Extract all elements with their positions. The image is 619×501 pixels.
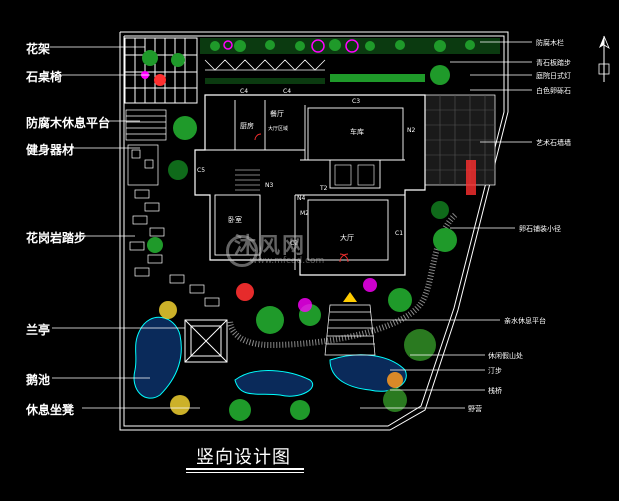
top-hedge — [200, 38, 500, 54]
pond — [133, 316, 407, 399]
room-kitchen: 厨房 — [240, 121, 254, 130]
label-orchid-pavilion: 兰亭 — [26, 323, 51, 337]
tag-c4-a: C4 — [240, 88, 248, 95]
tag-n2: N2 — [407, 127, 415, 134]
tag-n3: N3 — [265, 182, 273, 189]
house-walls — [205, 100, 405, 270]
room-dining2: 大厅区域 — [268, 125, 288, 132]
room-garage: 车库 — [350, 127, 364, 136]
label-pebble-path: 卵石铺装小径 — [519, 225, 561, 233]
room-bedroom: 卧室 — [228, 215, 242, 224]
tag-c4-b: C4 — [283, 88, 291, 95]
title-underline — [186, 468, 304, 473]
trees — [147, 65, 457, 421]
room-labels: 厨房 餐厅 大厅区域 车库 卧室 大厅 — [228, 109, 364, 242]
tag-c1: C1 — [395, 230, 403, 237]
right-leaders — [360, 41, 532, 409]
watermark-url: www.mfcad.com — [250, 256, 325, 266]
label-white-gravel: 白色卵砾石 — [536, 87, 571, 95]
room-hall: 大厅 — [340, 233, 354, 242]
label-art-wall: 艺术石墙墙 — [536, 139, 571, 147]
tag-n4: N4 — [297, 195, 305, 202]
label-hut: 野营 — [468, 405, 482, 413]
tag-c2: C2 — [290, 240, 298, 247]
room-dining: 餐厅 — [270, 109, 284, 118]
label-green-stone: 青石板踏步 — [536, 59, 571, 67]
label-wood-platform: 防腐木休息平台 — [26, 116, 111, 130]
zigzag-path — [204, 59, 326, 71]
granite-steps-pavers — [129, 189, 220, 307]
doors — [254, 133, 349, 263]
site-boundary — [119, 31, 509, 431]
label-rockery: 休闲假山处 — [488, 352, 523, 360]
watermark-logo — [226, 235, 258, 267]
house-outline — [194, 94, 426, 276]
watermark-text: 沐风网 — [234, 234, 307, 259]
tag-c3: C3 — [352, 98, 360, 105]
north-arrow-icon — [598, 35, 610, 82]
label-fitness: 健身器材 — [26, 143, 75, 157]
wood-platform — [125, 109, 167, 141]
label-goose-pond: 鹅池 — [26, 373, 51, 387]
lawn-strip — [205, 74, 425, 84]
orchid-pavilion-shape — [184, 319, 228, 363]
label-rest-bench: 休息坐凳 — [26, 403, 75, 417]
cars — [334, 164, 375, 186]
label-flower-rack: 花架 — [26, 42, 51, 56]
label-stepping: 汀步 — [488, 367, 502, 375]
label-granite-steps: 花岗岩踏步 — [26, 231, 87, 245]
tag-m2: M2 — [300, 210, 309, 217]
tag-t2: T2 — [319, 185, 328, 192]
label-bridge: 栈桥 — [488, 387, 502, 395]
pergola — [124, 37, 198, 104]
tag-c5: C5 — [197, 167, 205, 174]
house-dim-tags: C4 C4 C3 N2 C5 N3 N4 C2 C1 T2 M2 — [197, 88, 415, 247]
label-stone-table: 石桌椅 — [26, 70, 63, 84]
waterside-deck — [324, 304, 376, 356]
left-leaders — [50, 46, 200, 409]
label-fence: 防腐木栏 — [536, 39, 564, 47]
label-deck: 亲水休息平台 — [504, 317, 546, 325]
drawing-title: 竖向设计图 — [196, 447, 291, 468]
fitness-area — [127, 144, 159, 186]
deck-marker — [343, 292, 357, 302]
gravel-area — [424, 94, 496, 195]
label-lamp: 庭院日式灯 — [536, 72, 571, 80]
